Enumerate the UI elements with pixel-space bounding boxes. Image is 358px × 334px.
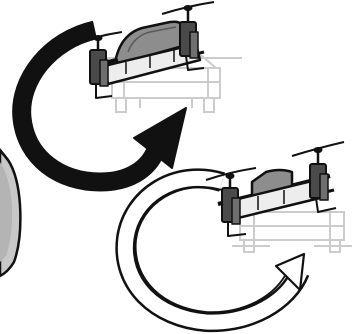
lower-drone [205,141,345,237]
forward-arrow-head [133,107,187,169]
controller-graphic [0,147,22,278]
backward-arrow-head [274,252,306,292]
lower-drone-propeller-right [291,141,345,157]
lower-drone-propeller-left [205,167,257,181]
lower-drone-ghost [232,211,352,253]
backward-flip-arrow [115,168,310,333]
forward-flip-arrow [12,20,187,192]
upper-drone [73,1,215,99]
upper-drone-propeller-left [73,31,123,45]
upper-drone-propeller-right [161,1,215,15]
